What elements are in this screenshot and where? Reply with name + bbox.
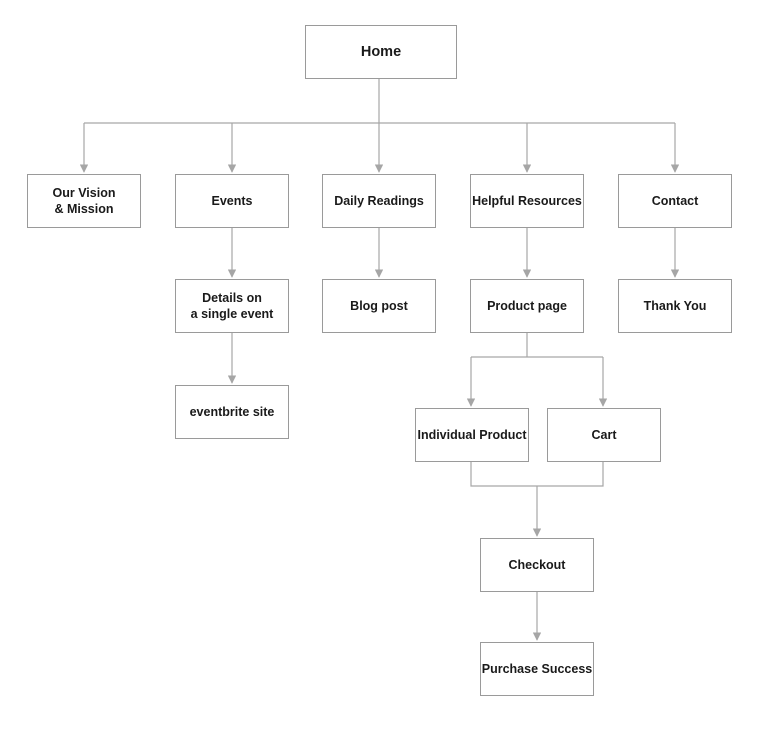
node-details-single-event: Details on a single event [175, 279, 289, 333]
node-events: Events [175, 174, 289, 228]
node-daily-readings: Daily Readings [322, 174, 436, 228]
node-purchase-success: Purchase Success [480, 642, 594, 696]
node-thank-you: Thank You [618, 279, 732, 333]
node-home: Home [305, 25, 457, 79]
node-cart: Cart [547, 408, 661, 462]
node-helpful-resources: Helpful Resources [470, 174, 584, 228]
node-contact: Contact [618, 174, 732, 228]
node-eventbrite-site: eventbrite site [175, 385, 289, 439]
node-individual-product: Individual Product [415, 408, 529, 462]
node-product-page: Product page [470, 279, 584, 333]
node-our-vision-mission: Our Vision & Mission [27, 174, 141, 228]
node-blog-post: Blog post [322, 279, 436, 333]
edge-product-split [471, 332, 603, 358]
node-checkout: Checkout [480, 538, 594, 592]
edge-merge-checkout [470, 461, 604, 487]
